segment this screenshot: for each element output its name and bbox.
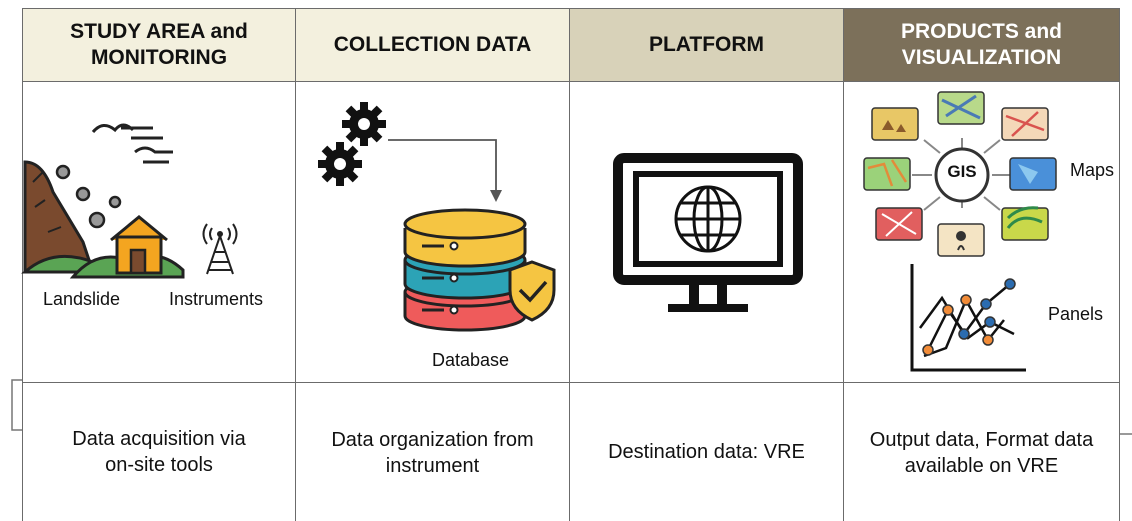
database-label: Database [432, 350, 510, 370]
antenna-icon [202, 223, 238, 275]
right-connector [1120, 433, 1132, 435]
header-line: MONITORING [90, 46, 228, 69]
header-collection-data: COLLECTION DATA [295, 8, 570, 82]
header-platform: PLATFORM [569, 8, 844, 82]
gears-icon [318, 102, 386, 186]
header-line: PLATFORM [648, 33, 765, 56]
line-chart-icon [910, 264, 1026, 372]
database-icon [403, 208, 527, 332]
header-line: COLLECTION DATA [333, 33, 532, 56]
header-line: VISUALIZATION [901, 46, 1062, 69]
description-line: Data acquisition via [72, 428, 246, 450]
description-line: Output data, Format data [869, 429, 1094, 451]
description-platform: Destination data: VRE [569, 382, 844, 521]
cell-collection-data: Database [295, 82, 570, 382]
header-study-area: STUDY AREA and MONITORING [22, 8, 296, 82]
gis-maps-icon [863, 91, 1057, 257]
left-bracket-connector [11, 379, 22, 431]
maps-label: Maps [1070, 160, 1115, 180]
description-collection-data: Data organization from instrument [295, 382, 570, 521]
header-line: PRODUCTS and [900, 20, 1062, 43]
cell-products-visualization: GIS Maps Panels [843, 82, 1120, 382]
cell-platform [569, 82, 844, 382]
panels-label: Panels [1048, 304, 1104, 324]
instruments-label: Instruments [169, 289, 264, 309]
description-line: on-site tools [105, 454, 213, 476]
process-diagram: STUDY AREA and MONITORING COLLECTION DAT… [21, 8, 1120, 521]
landslide-icon [21, 123, 185, 279]
description-products: Output data, Format data available on VR… [843, 382, 1120, 521]
description-line: Data organization from [331, 429, 534, 451]
monitor-globe-icon [613, 153, 803, 312]
description-line: available on VRE [904, 455, 1059, 477]
gis-label: GIS [947, 162, 977, 181]
shield-check-icon [508, 260, 556, 322]
header-line: STUDY AREA and [70, 20, 248, 43]
description-study-area: Data acquisition via on-site tools [22, 382, 296, 521]
landslide-label: Landslide [43, 289, 121, 309]
header-products-visualization: PRODUCTS and VISUALIZATION [843, 8, 1120, 82]
description-line: instrument [385, 455, 480, 477]
flow-arrow [388, 139, 502, 202]
description-line: Destination data: VRE [608, 441, 805, 463]
cell-study-area: Landslide Instruments [21, 82, 296, 382]
